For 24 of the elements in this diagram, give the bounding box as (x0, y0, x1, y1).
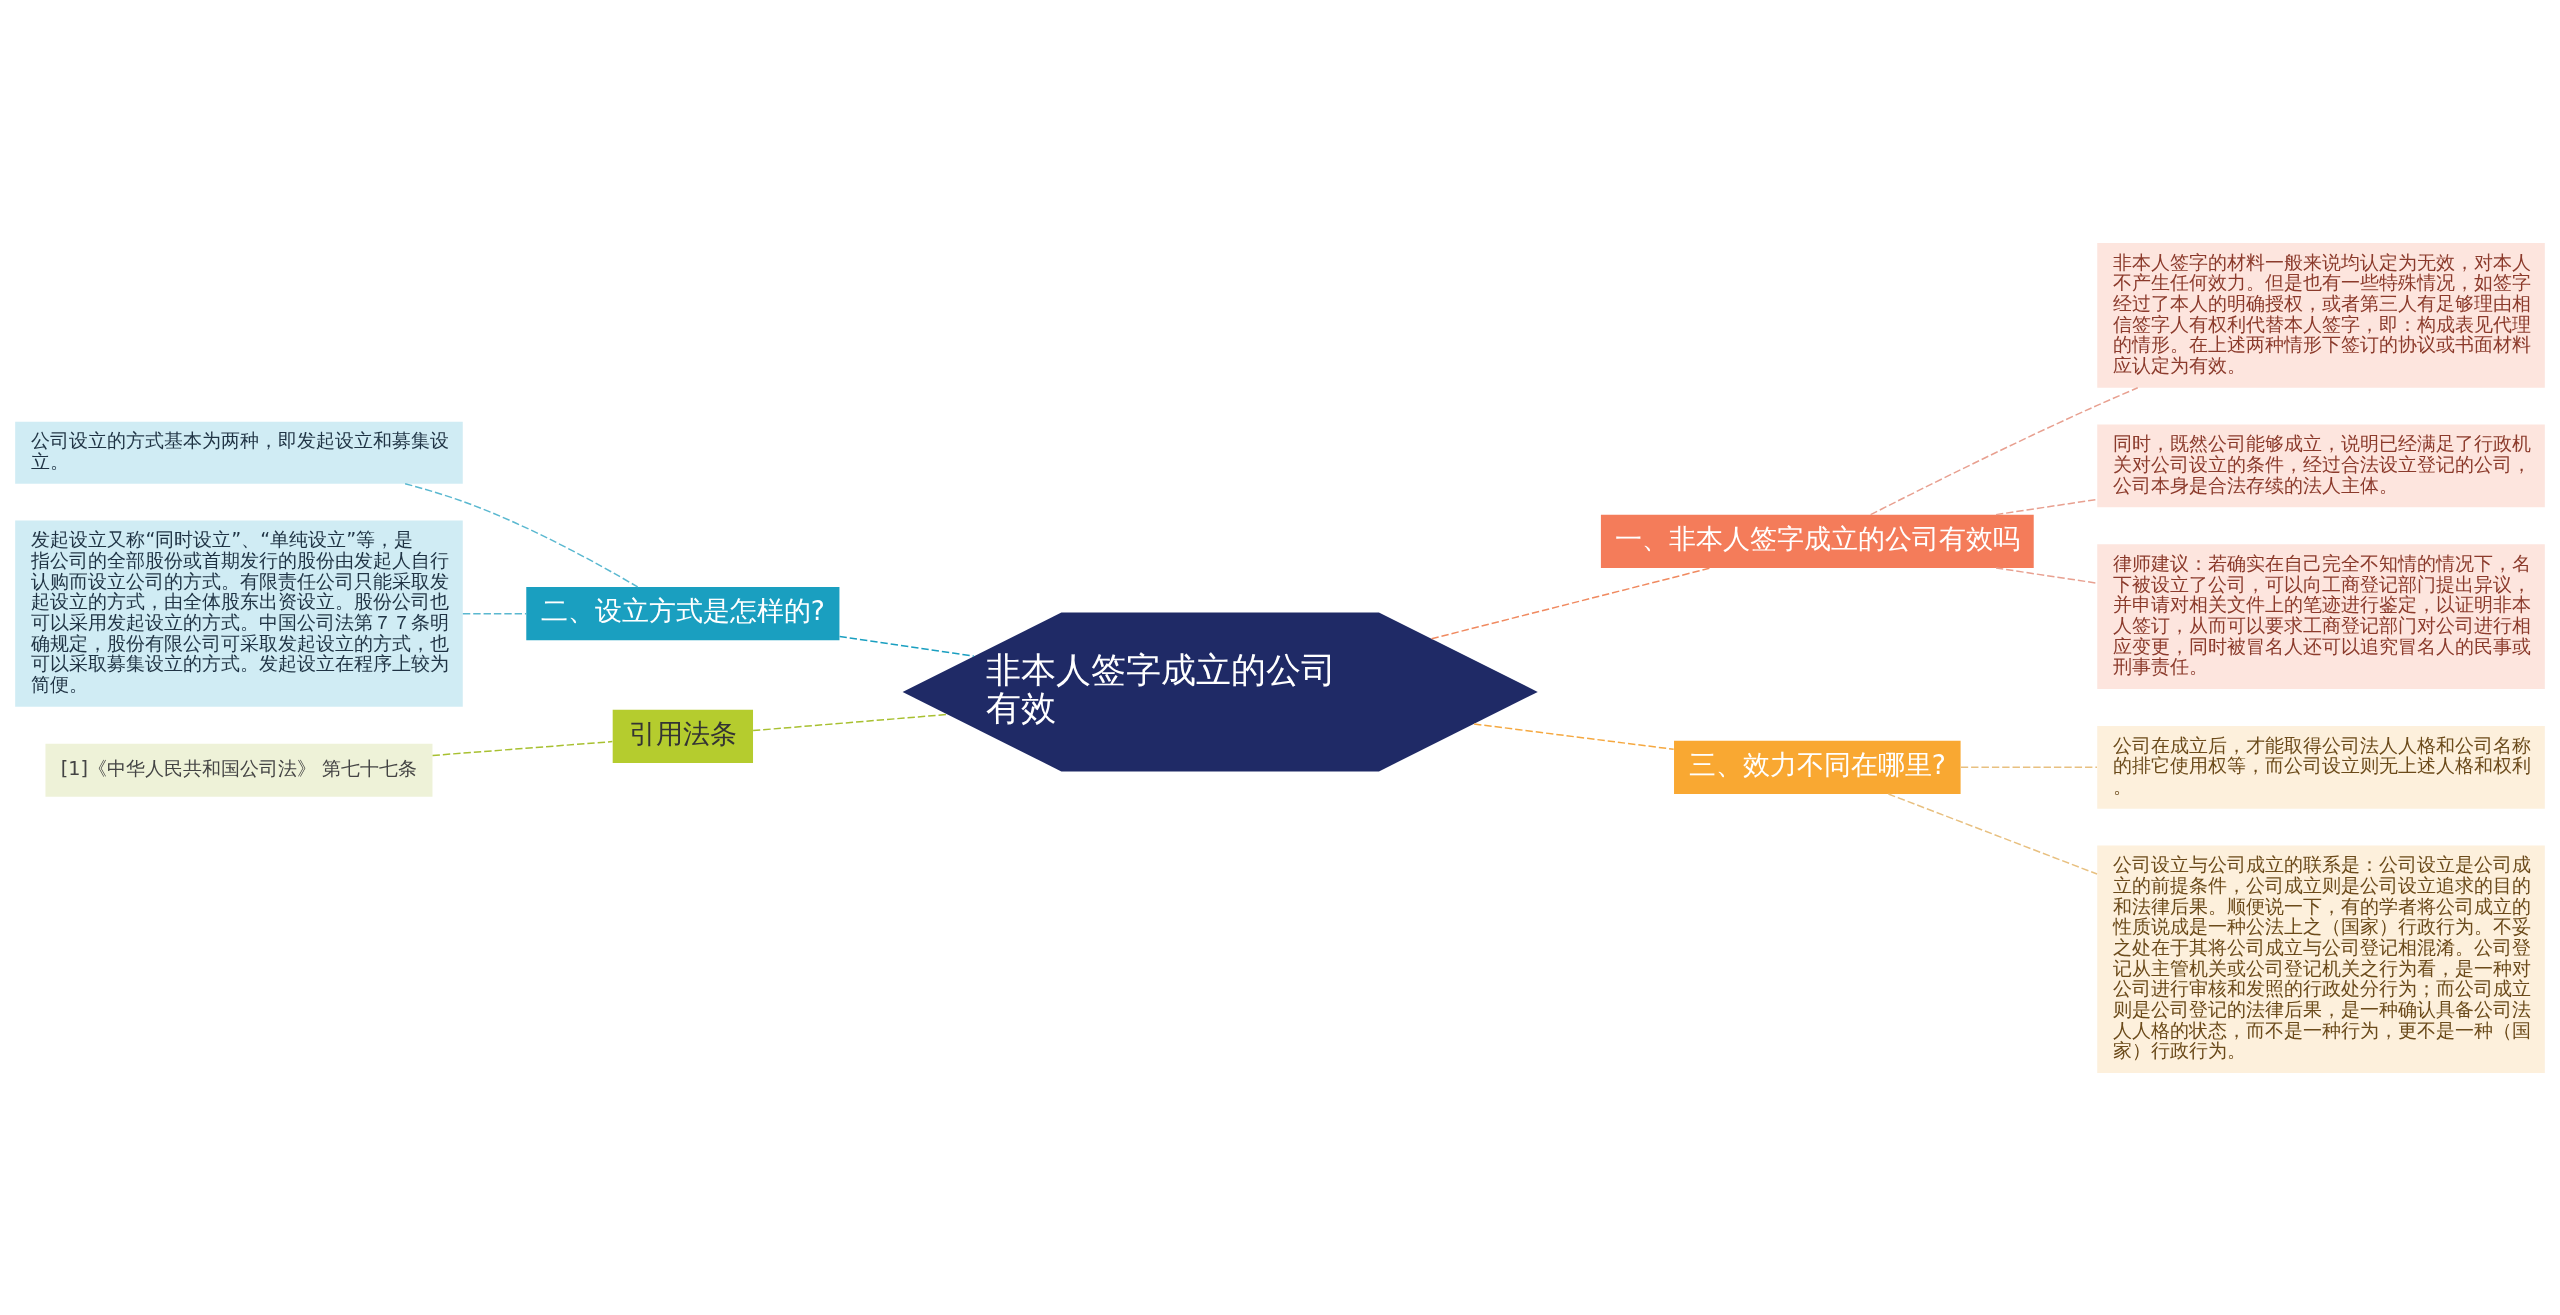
connector (1960, 766, 2098, 768)
connector (1869, 386, 2139, 515)
node-box: 公司设立的方式基本为两种，即发起设立和募集设立。 (15, 421, 463, 484)
node-box: 公司设立与公司成立的联系是：公司设立是公司成立的前提条件，公司成立则是公司设立追求的目的和法律后果。顺便说一下，有的学者将公司成立的性质说成是一种公法上之（国家）行政行为。不妥之处在于其将公司成立与公司登记相混淆。公司登记从主管机关或公司登记机关之行为看，是一种对公司进行审核和发照的行政处分行为；而公司成立则是公司登记的法律后果，是一种确认具备公司法人人格的状态，而不是一种行为，更不是一种（国家）行政行为。 (2097, 845, 2545, 1073)
connector (1473, 722, 1675, 750)
node-box: 非本人签字的材料一般来说均认定为无效，对本人不产生任何效力。但是也有一些特殊情况，如签字经过了本人的明确授权，或者第三人有足够理由相信签字人有权利代替本人签字，即：构成表见代理的情形。在上述两种情形下签订的协议或书面材料应认定为有效。 (2097, 242, 2545, 388)
connector (404, 482, 639, 588)
connector (1887, 792, 2098, 875)
connector (1995, 498, 2098, 515)
node-box: 三、效力不同在哪里? (1674, 740, 1961, 794)
connector (462, 612, 527, 614)
node-box: 一、非本人签字成立的公司有效吗 (1600, 514, 2034, 568)
connector (1995, 566, 2098, 584)
node-box: 二、设立方式是怎样的? (526, 586, 840, 640)
node-box: 发起设立又称“同时设立”、“单纯设立”等，是指公司的全部股份或首期发行的股份由发起人自行认购而设立公司的方式。有限责任公司只能采取发起设立的方式，由全体股东出资设立。股份公司也可以采用发起设立的方式。中国公司法第７７条明确规定，股份有限公司可采取发起设立的方式，也可以采取募集设立的方式。发起设立在程序上较为简便。 (15, 520, 463, 707)
node-box: [1]《中华人民共和国公司法》 第七十七条 (45, 743, 433, 797)
connector (1430, 566, 1712, 639)
node-box: 同时，既然公司能够成立，说明已经满足了行政机关对公司设立的条件，经过合法设立登记的公司，公司本身是合法存续的法人主体。 (2097, 424, 2545, 507)
node-box: 公司在成立后，才能取得公司法人人格和公司名称的排它使用权等，而公司设立则无上述人格和权利。 (2097, 725, 2545, 809)
node-box: 律师建议：若确实在自己完全不知情的情况下，名下被设立了公司，可以向工商登记部门提出异议，并申请对相关文件上的笔迹进行鉴定，以证明非本人签订，从而可以要求工商登记部门对公司进行相应变更，同时被冒名人还可以追究冒名人的民事或刑事责任。 (2097, 543, 2545, 689)
connector (752, 713, 949, 731)
node-box: 引用法条 (612, 709, 754, 763)
connector (838, 635, 975, 657)
connector (431, 740, 614, 756)
